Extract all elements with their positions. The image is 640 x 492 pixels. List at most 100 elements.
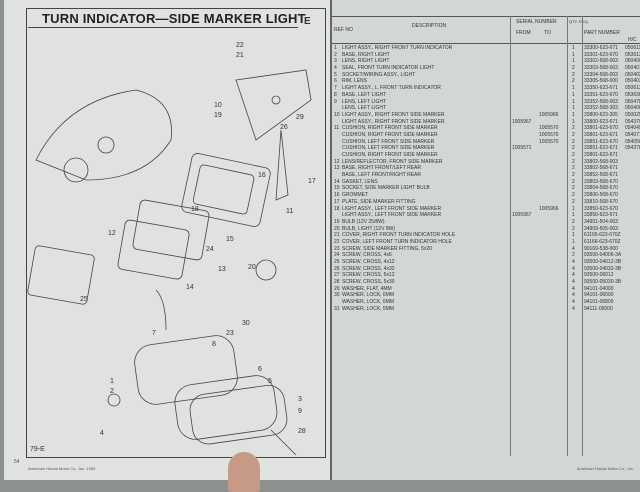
part-number: 33801-623-671 [584,131,618,138]
parts-table: 1 LIGHT ASSY., RIGHT FRONT TURN INDICATOR… [332,45,640,313]
quantity: 2 [572,158,575,165]
hc-code: 0536366 [625,91,640,98]
part-number: 93500-06012 [584,272,614,279]
ref-no: 29 [334,285,340,292]
part-number: 90169-538-000 [584,245,618,252]
ref-no: 25 [334,259,340,265]
part-number: 33810-568-670 [584,198,618,205]
description: SOCKET, SIDE MARKER LIGHT BULB [342,185,430,192]
callout: 4 [100,430,104,437]
part-number: 61166-623-670Z [584,238,621,245]
quantity: 2 [572,125,575,132]
hc-code: 0504027 [625,71,640,78]
description: GROMMET [342,192,369,199]
part-number: 94101-06800 [584,299,614,306]
ref-no: 31 [334,305,340,312]
ref-no: 1 [334,45,337,51]
callout: 5 [268,378,272,385]
serial-to: 1005966 [539,205,559,212]
serial-from: 1005967 [512,118,532,125]
callout: 29 [296,114,304,121]
part-number: 34901-504-003 [584,218,618,225]
description: RIM, LENS [342,78,368,85]
quantity: 2 [572,138,575,145]
header-from: FROM [516,30,531,36]
callout: 15 [226,236,234,243]
hc-code: 0536135 [625,51,640,58]
ref-no: 9 [334,98,337,105]
description: LENS, LEFT LIGHT [342,105,387,112]
part-number: 33800-623-305 [584,111,618,118]
ref-no: 19 [334,218,340,225]
left-page: TURN INDICATOR—SIDE MARKER LIGHT 22 21 2… [4,0,330,480]
hc-code: 0504001 [625,58,640,65]
part-number: 33352-568-003 [584,98,618,105]
hc-code: 0543702 [625,118,640,125]
callout: 11 [286,208,294,215]
header-description: DESCRIPTION [412,23,447,29]
serial-to: 1005570 [539,125,559,132]
callout: 21 [236,52,244,59]
quantity: 4 [572,299,575,306]
callout: 1 [110,378,114,385]
ref-no: 16 [334,192,340,199]
section-code: E [304,16,311,27]
description: LIGHT ASSY., RIGHT FRONT SIDE MARKER [342,111,445,118]
callout: 23 [226,330,234,337]
quantity: 4 [572,292,575,299]
part-number: 33802-568-003 [584,158,618,165]
ref-no: 28 [334,279,340,286]
description: SCREW, CROSS, 4x12 [342,259,395,265]
description: SCREW, CROSS, 5x30 [342,279,395,286]
quantity: 2 [572,152,575,158]
hc-code: 0506110 [625,45,640,51]
quantity: 2 [572,218,575,225]
description: BULB, LIGHT (12V 8W) [342,225,395,232]
header-qty: QTY. REQ. [569,19,589,24]
part-number: 94111-05000 [584,305,613,312]
description: LIGHT ASSY., L. FRONT TURN INDICATOR [342,85,441,92]
callout: 24 [206,246,214,253]
quantity: 1 [572,91,575,98]
serial-to: 1005570 [539,138,559,145]
ref-no: 20 [334,225,340,232]
part-number: 61165-623-670Z [584,232,621,239]
quantity: 1 [572,98,575,105]
hc-code: 0500254 [625,111,640,118]
quantity: 2 [572,65,575,72]
description: CUSHION, RIGHT FRONT SIDE MARKER [342,131,438,138]
description: CUSHION, LEFT FRONT SIDE MARKER [342,138,435,145]
quantity: 1 [572,51,575,58]
header-part-number: PART NUMBER [584,30,620,36]
thumb [228,452,260,492]
description: BASE, RIGHT FRONT/LEFT REAR [342,165,421,172]
description: LENS, LEFT LIGHT [342,98,387,105]
part-number: 93500-04012-3B [584,259,622,265]
ref-no: 10 [334,111,340,118]
right-page: REF NO DESCRIPTION SERIAL NUMBER FROM TO… [330,0,640,480]
ref-no: 6 [334,78,337,85]
ref-no: 26 [334,265,340,272]
quantity: 2 [572,198,575,205]
hc-code: 0543785 [625,145,640,152]
description: LIGHT ASSY., RIGHT FRONT TURN INDICATOR [342,45,453,51]
callout: 6 [258,366,262,373]
quantity: 1 [572,45,575,51]
quantity: 1 [572,205,575,212]
quantity: 2 [572,252,575,259]
part-number: 33801-623-670 [584,125,618,132]
